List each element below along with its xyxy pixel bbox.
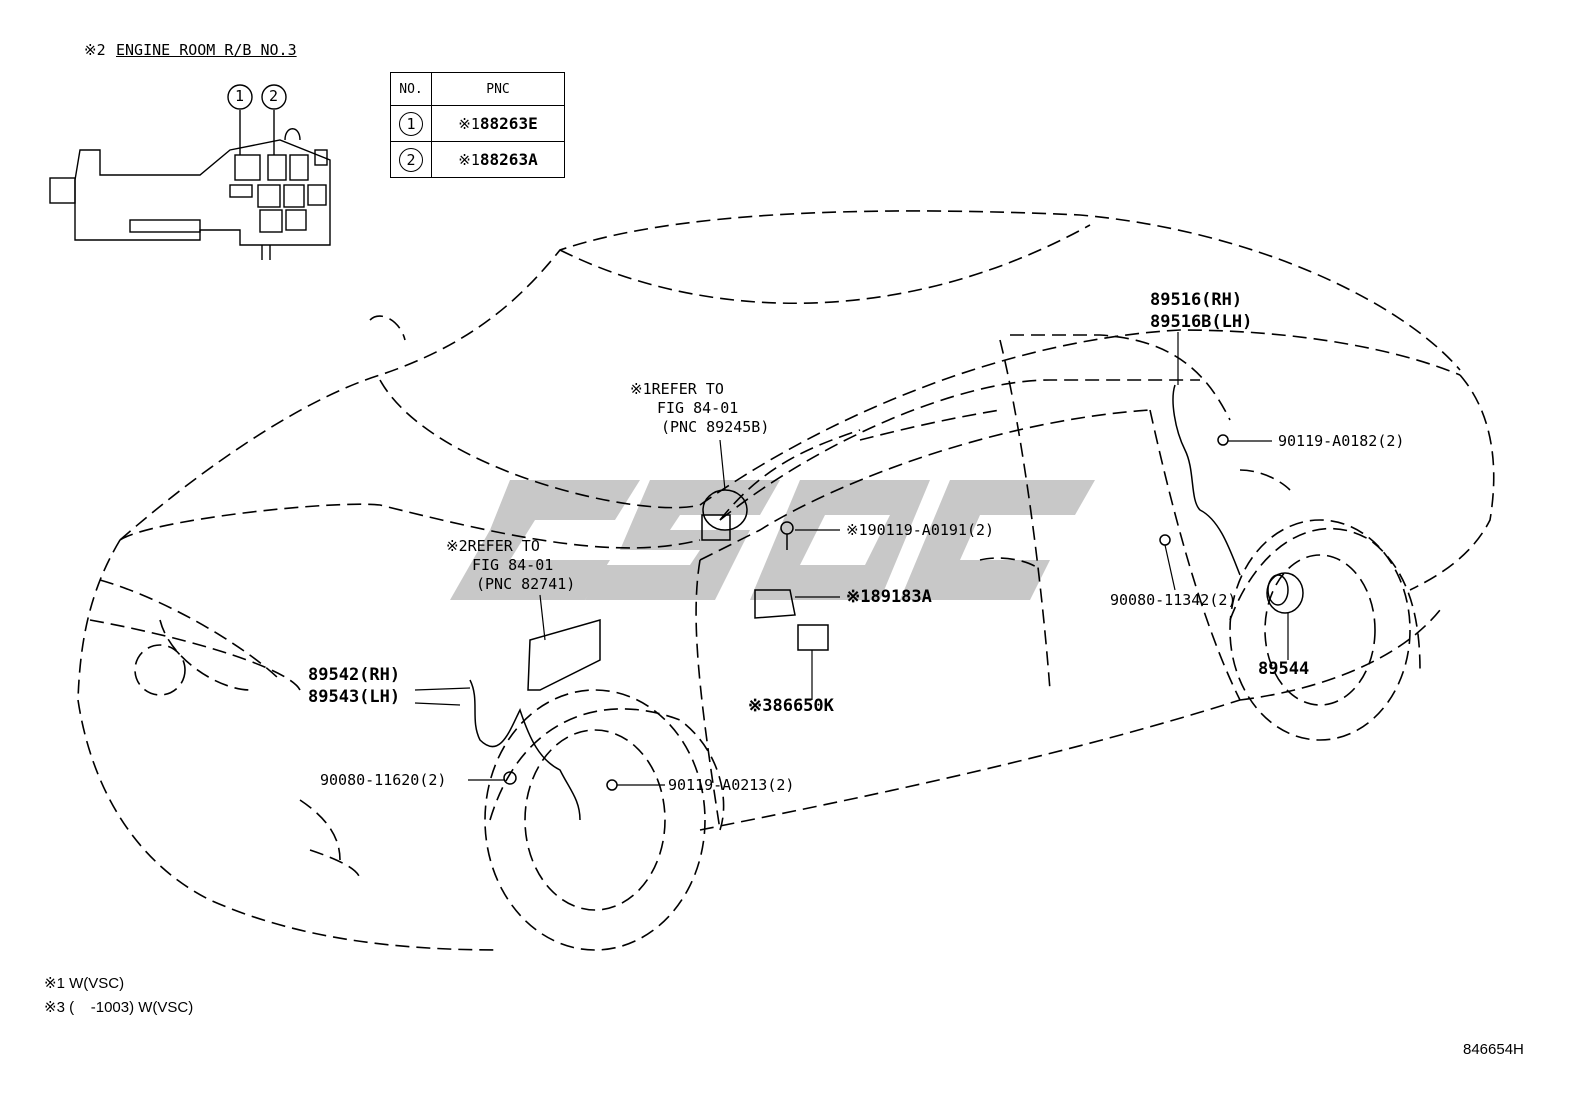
relay-callout-2: 2 [269, 87, 279, 105]
relay-block-title: ENGINE ROOM R/B NO.3 [116, 41, 297, 59]
callout-circle-1 [227, 84, 253, 110]
refer2-line1: ※2REFER TO [446, 537, 540, 555]
callout-circle-2 [261, 84, 287, 110]
refer2-line3: (PNC 82741) [476, 575, 576, 593]
part-90080-11620: 90080-11620(2) [320, 771, 447, 789]
leader-lines [414, 332, 1289, 786]
refer2-line2: FIG 84-01 [472, 556, 554, 574]
row-number: 1 [399, 111, 423, 136]
refer1-line3: (PNC 89245B) [661, 418, 770, 436]
part-90119-a0182: 90119-A0182(2) [1278, 432, 1405, 450]
refer1-line1: ※1REFER TO [630, 380, 724, 398]
part-90119-a0213: 90119-A0213(2) [668, 776, 795, 794]
refer1-line2: FIG 84-01 [657, 399, 739, 417]
table-row: 1 ※188263E [390, 105, 565, 142]
part-89183a: ※189183A [846, 587, 932, 607]
part-86650k: ※386650K [748, 696, 834, 716]
part-89516b-lh: 89516B(LH) [1150, 312, 1253, 332]
pnc-table-header: NO. PNC [390, 72, 565, 106]
row-number: 2 [399, 147, 423, 172]
part-89542-rh: 89542(RH) [308, 665, 401, 685]
row-prefix: ※1 [458, 151, 480, 169]
row-pnc: 88263A [479, 150, 538, 169]
footnote-3: ※3 ( -1003) W(VSC) [44, 999, 194, 1016]
figure-id: 846654H [1463, 1041, 1524, 1058]
part-89516-rh: 89516(RH) [1150, 290, 1243, 310]
relay-block-drawing [49, 110, 331, 260]
header-pnc: PNC [431, 72, 565, 106]
part-90080-11342: 90080-11342(2) [1110, 591, 1237, 609]
part-89543-lh: 89543(LH) [308, 687, 401, 707]
row-prefix: ※1 [458, 115, 480, 133]
header-mark: ※2 [84, 41, 106, 59]
watermark-inner-hole [800, 515, 890, 565]
pnc-table: NO. PNC 1 ※188263E 2 ※188263A [390, 72, 565, 178]
part-90119-a0191: ※190119-A0191(2) [846, 521, 995, 539]
header-no: NO. [390, 72, 432, 106]
part-89544: 89544 [1258, 659, 1310, 679]
footnote-1: ※1 W(VSC) [44, 975, 125, 992]
car-outline [77, 210, 1495, 951]
relay-callout-1: 1 [235, 87, 245, 105]
table-row: 2 ※188263A [390, 141, 565, 178]
row-pnc: 88263E [479, 114, 538, 133]
